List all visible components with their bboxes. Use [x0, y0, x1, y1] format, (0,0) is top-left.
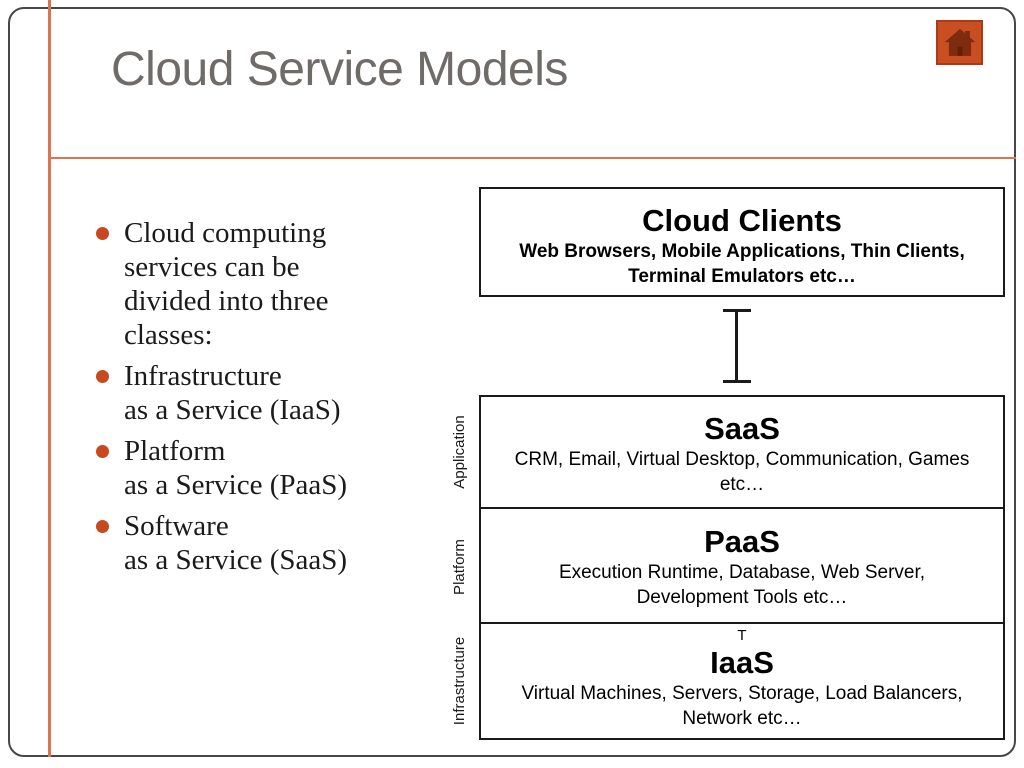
list-item: Platform as a Service (PaaS)	[96, 434, 426, 502]
bullet-line: Software	[124, 510, 229, 542]
box-desc-line: Network etc…	[682, 708, 802, 729]
t-mark: T	[737, 627, 747, 644]
box-desc-line: Execution Runtime, Database, Web Server,	[558, 562, 926, 583]
home-icon	[941, 25, 979, 61]
accent-horizontal-line	[49, 157, 1016, 159]
connector-bottom-cap	[723, 380, 751, 383]
box-desc-line: Terminal Emulators etc…	[628, 266, 856, 287]
box-title: SaaS	[704, 411, 780, 446]
bullet-line: Infrastructure	[124, 360, 282, 392]
bullet-icon	[96, 227, 109, 240]
list-item: Software as a Service (SaaS)	[96, 509, 426, 577]
box-desc-line: Web Browsers, Mobile Applications, Thin …	[519, 241, 965, 262]
connector-line	[735, 310, 738, 383]
bullet-line: as a Service (IaaS)	[124, 394, 341, 426]
box-desc-line: Virtual Machines, Servers, Storage, Load…	[521, 683, 963, 704]
paas-box: PaaS Execution Runtime, Database, Web Se…	[479, 507, 1005, 624]
box-title: Cloud Clients	[642, 203, 842, 238]
bullet-icon	[96, 370, 109, 383]
cloud-clients-box: Cloud Clients Web Browsers, Mobile Appli…	[479, 187, 1005, 297]
list-item: Cloud computing services can be divided …	[96, 216, 426, 352]
saas-box: SaaS CRM, Email, Virtual Desktop, Commun…	[479, 395, 1005, 509]
bullet-line: classes:	[124, 319, 213, 351]
bullet-text: Infrastructure as a Service (IaaS)	[124, 359, 341, 427]
bullet-text: Cloud computing services can be divided …	[124, 216, 329, 352]
page-title: Cloud Service Models	[111, 43, 568, 96]
box-desc-line: etc…	[719, 474, 765, 495]
bullet-line: as a Service (PaaS)	[124, 469, 348, 501]
bullet-line: services can be	[124, 251, 300, 283]
bullet-line: Platform	[124, 435, 226, 467]
bullet-line: divided into three	[124, 285, 329, 317]
box-title: IaaS	[710, 645, 774, 680]
box-desc-line: Development Tools etc…	[636, 587, 848, 608]
box-title: PaaS	[704, 524, 780, 559]
side-label-infrastructure: Infrastructure	[451, 636, 468, 726]
bullet-line: as a Service (SaaS)	[124, 544, 348, 576]
bullet-text: Platform as a Service (PaaS)	[124, 434, 347, 502]
bullet-text: Software as a Service (SaaS)	[124, 509, 347, 577]
box-desc-line: CRM, Email, Virtual Desktop, Communicati…	[514, 449, 970, 470]
accent-vertical-line	[48, 0, 51, 757]
bullet-icon	[96, 445, 109, 458]
list-item: Infrastructure as a Service (IaaS)	[96, 359, 426, 427]
slide-border	[8, 7, 1016, 757]
iaas-box: T IaaS Virtual Machines, Servers, Storag…	[479, 622, 1005, 740]
bullet-list: Cloud computing services can be divided …	[96, 216, 426, 584]
bullet-icon	[96, 520, 109, 533]
home-button[interactable]	[936, 20, 983, 65]
bullet-line: Cloud computing	[124, 217, 327, 249]
